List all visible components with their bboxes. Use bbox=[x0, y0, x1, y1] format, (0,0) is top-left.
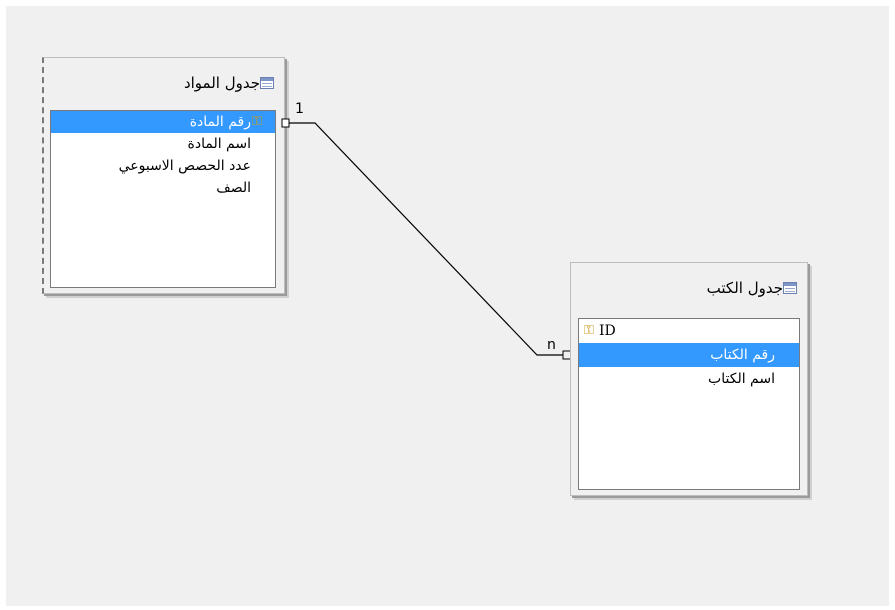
key-icon: ⚿ bbox=[584, 323, 594, 338]
table-title: جدول المواد bbox=[183, 74, 260, 92]
field-name: اسم الكتاب bbox=[708, 371, 775, 387]
table-title: جدول الكتب bbox=[706, 279, 783, 297]
cardinality-one-label: 1 bbox=[295, 101, 304, 117]
table-window-materials[interactable]: جدول المواد ⚿ رقم المادة اسم المادة عدد … bbox=[42, 57, 285, 294]
cardinality-many-label: n bbox=[547, 337, 556, 353]
field-name: عدد الحصص الاسبوعي bbox=[118, 158, 251, 174]
field-name: رقم الكتاب bbox=[710, 347, 775, 363]
table-icon bbox=[783, 282, 797, 294]
field-row-id[interactable]: ⚿ ID bbox=[579, 319, 799, 343]
field-row-weekly-periods[interactable]: عدد الحصص الاسبوعي bbox=[51, 155, 275, 177]
table-title-bar[interactable]: جدول الكتب bbox=[571, 263, 807, 313]
field-name: رقم المادة bbox=[189, 114, 251, 130]
field-row-grade[interactable]: الصف bbox=[51, 177, 275, 199]
field-list[interactable]: ⚿ رقم المادة اسم المادة عدد الحصص الاسبو… bbox=[50, 110, 276, 288]
table-window-books[interactable]: جدول الكتب ⚿ ID رقم الكتاب اسم الكتاب bbox=[570, 262, 808, 496]
field-name: الصف bbox=[216, 180, 251, 196]
table-icon bbox=[260, 77, 274, 89]
field-row-book-name[interactable]: اسم الكتاب bbox=[579, 367, 799, 391]
field-row-book-number[interactable]: رقم الكتاب bbox=[579, 343, 799, 367]
field-name: اسم المادة bbox=[187, 136, 251, 152]
key-icon: ⚿ bbox=[252, 114, 262, 129]
field-row-material-number[interactable]: ⚿ رقم المادة bbox=[51, 111, 275, 133]
field-list[interactable]: ⚿ ID رقم الكتاب اسم الكتاب bbox=[578, 318, 800, 490]
table-title-bar[interactable]: جدول المواد bbox=[44, 58, 284, 108]
field-name: ID bbox=[599, 323, 616, 339]
field-row-material-name[interactable]: اسم المادة bbox=[51, 133, 275, 155]
